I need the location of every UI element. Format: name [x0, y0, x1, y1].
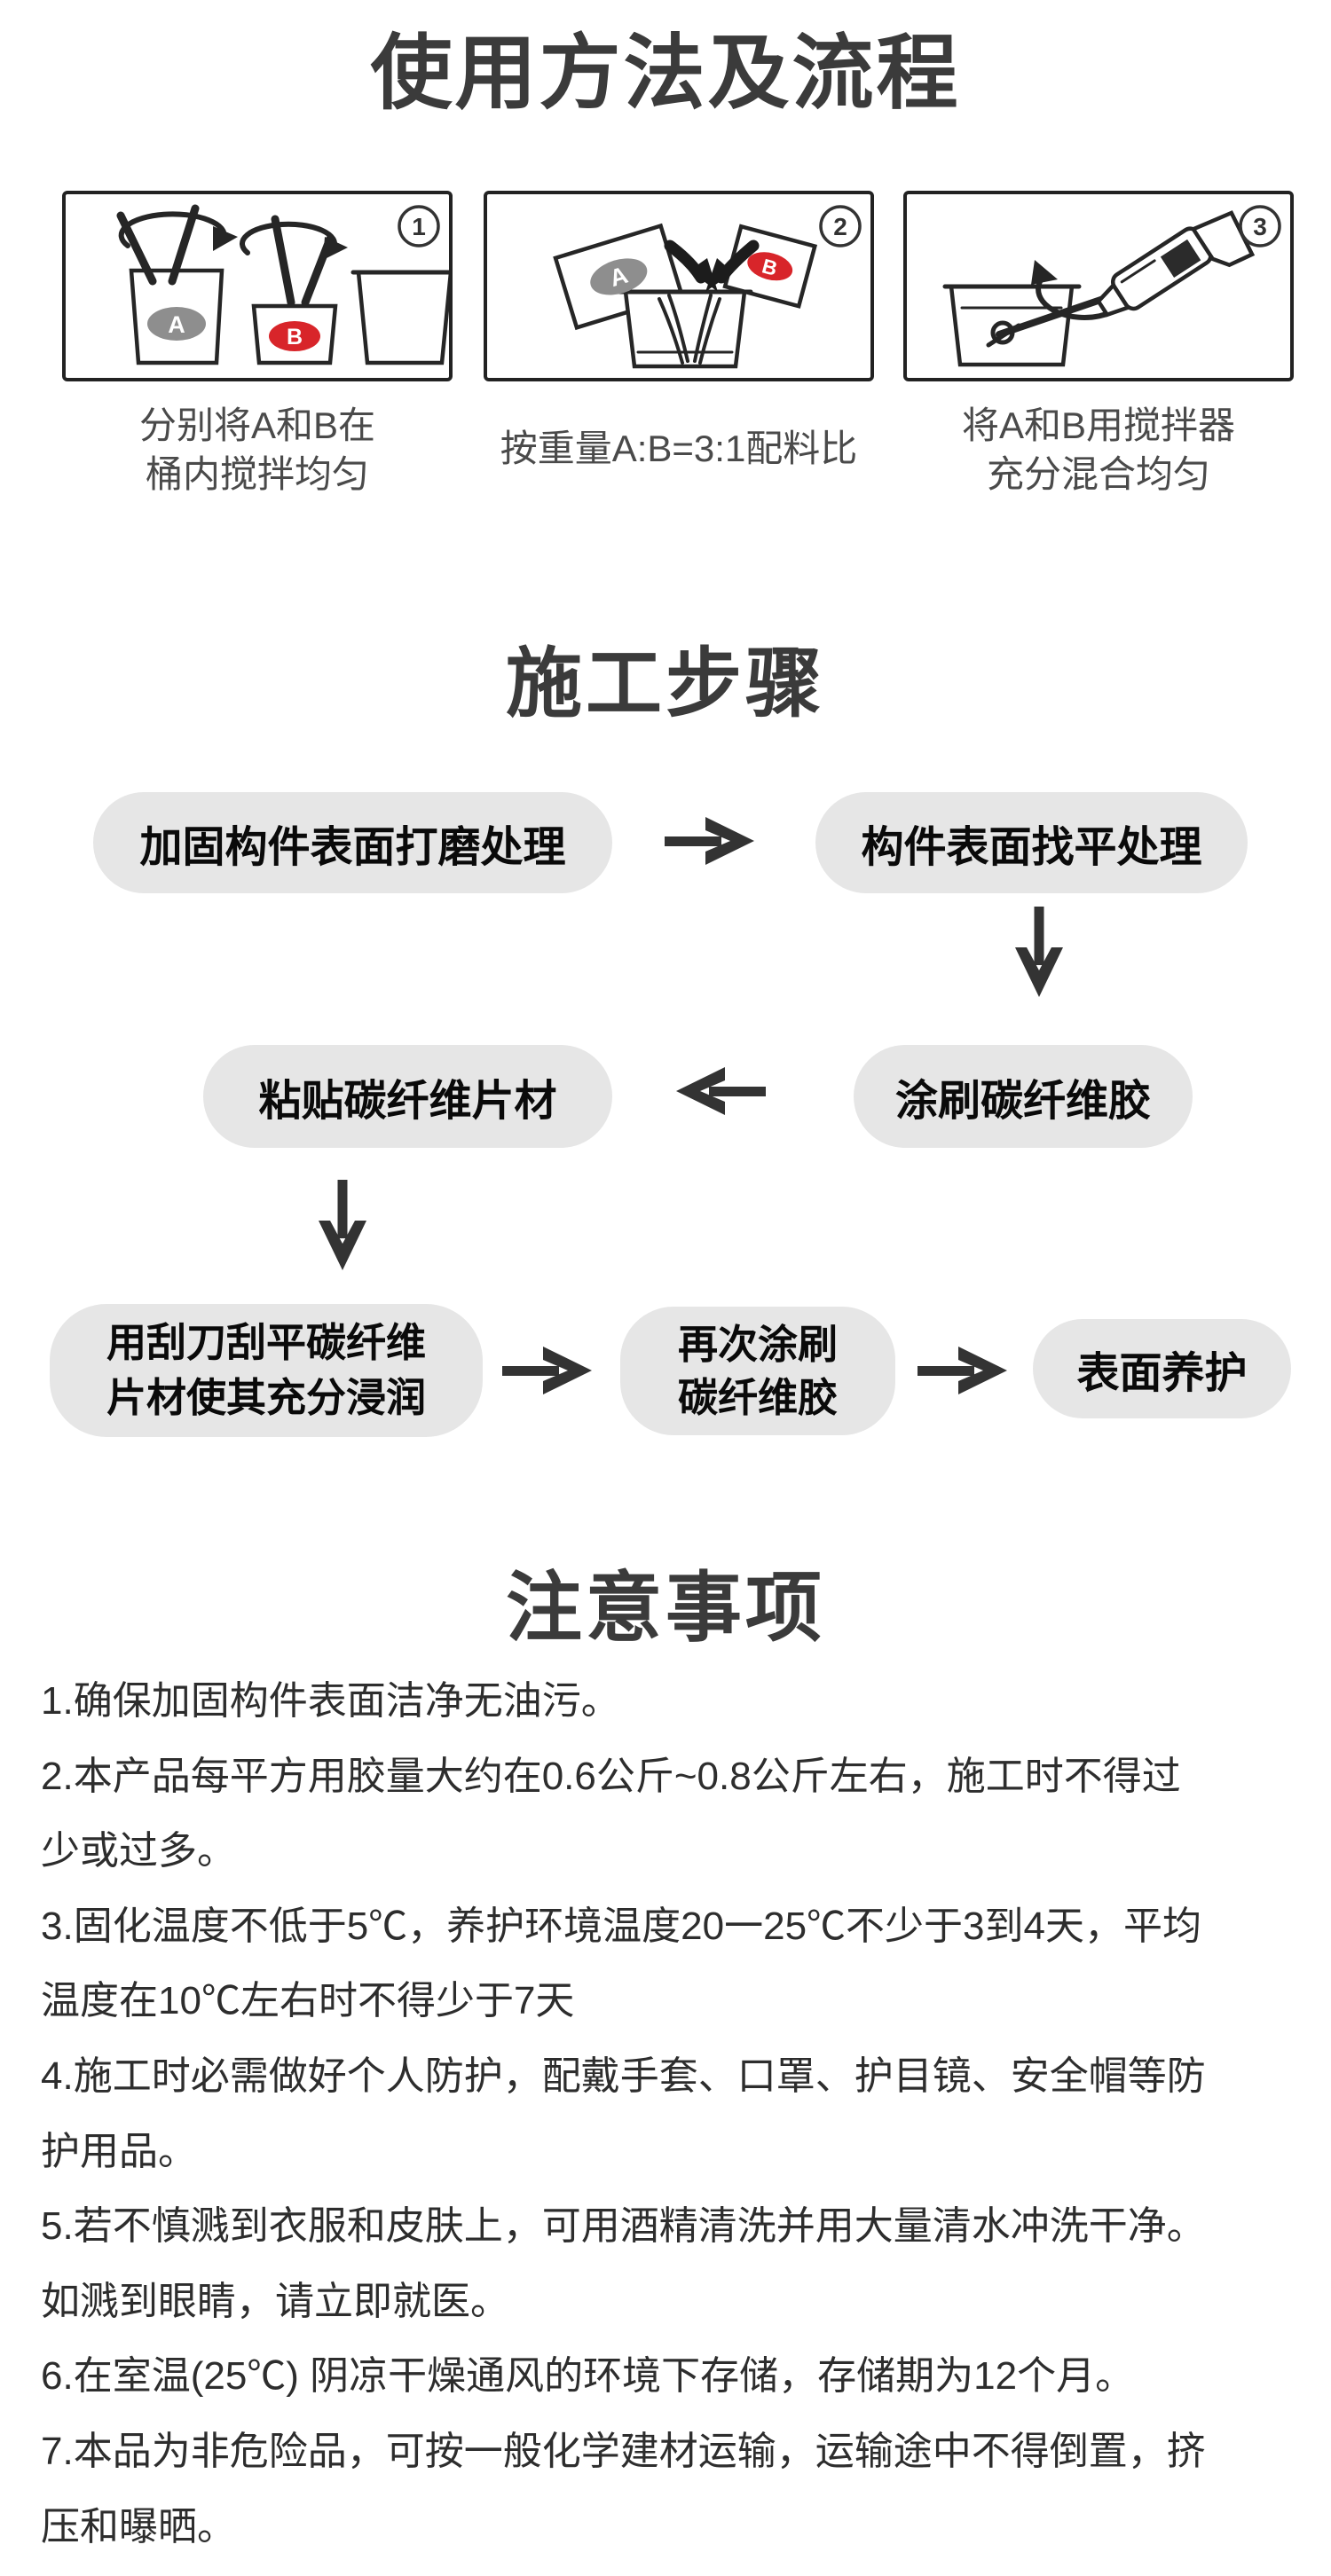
flow-step-paste-sheet: 粘贴碳纤维片材 — [203, 1045, 612, 1148]
note-line: 2.本产品每平方用胶量大约在0.6公斤~0.8公斤左右，施工时不得过 — [41, 1754, 1181, 1798]
note-line: 7.本品为非危险品，可按一般化学建材运输，运输途中不得倒置，挤 — [41, 2429, 1206, 2473]
precautions-list: 1.确保加固构件表面洁净无油污。 2.本产品每平方用胶量大约在0.6公斤~0.8… — [41, 1664, 1296, 2564]
note-line: 4.施工时必需做好个人防护，配戴手套、口罩、护目镜、安全帽等防 — [41, 2054, 1206, 2098]
note-line: 少或过多。 — [41, 1829, 236, 1873]
label-a-ellipse — [147, 307, 206, 341]
flow-step-scrape: 用刮刀刮平碳纤维 片材使其充分浸润 — [50, 1304, 483, 1437]
note-line: 温度在10℃左右时不得少于7天 — [41, 1979, 575, 2023]
caption-line: 分别将A和B在 — [138, 404, 376, 446]
label-b-ellipse — [747, 252, 793, 281]
caption-line: 将A和B用搅拌器 — [961, 404, 1236, 446]
caption-line: 桶内搅拌均匀 — [145, 453, 369, 495]
note-line: 1.确保加固构件表面洁净无油污。 — [41, 1679, 620, 1723]
note-line: 5.若不慎溅到衣服和皮肤上，可用酒精清洗并用大量清水冲洗干净。 — [41, 2204, 1206, 2249]
right-arrow-icon — [665, 817, 754, 865]
pill-line: 碳纤维胶 — [677, 1374, 838, 1420]
note-line: 3.固化温度不低于5℃，养护环境温度20一25℃不少于3到4天，平均 — [41, 1904, 1201, 1948]
section-title-precautions: 注意事项 — [506, 1566, 825, 1651]
caption-line: 充分混合均匀 — [986, 453, 1210, 495]
step3-illustration-box: 3 — [903, 191, 1294, 381]
step3-badge: 3 — [1253, 213, 1267, 240]
step2-badge: 2 — [833, 213, 847, 240]
caption-line: 按重量A:B=3:1配料比 — [500, 428, 858, 469]
step2-caption: 按重量A:B=3:1配料比 — [461, 424, 896, 473]
right-arrow-icon — [502, 1347, 592, 1394]
note-line: 压和曝晒。 — [41, 2504, 236, 2549]
step3-caption: 将A和B用搅拌器 充分混合均匀 — [903, 401, 1294, 499]
badge-circle — [398, 205, 440, 247]
step1-caption: 分别将A和B在 桶内搅拌均匀 — [62, 401, 453, 499]
label-b: B — [760, 254, 780, 279]
pour-a-b-ratio-icon: A B 2 — [553, 205, 862, 369]
down-arrow-icon — [319, 1180, 366, 1270]
note-line: 护用品。 — [41, 2129, 197, 2173]
note-line: 6.在室温(25℃) 阴凉干燥通风的环境下存储，存储期为12个月。 — [41, 2354, 1135, 2399]
right-arrow-icon — [918, 1347, 1007, 1394]
flow-step-brush-again: 再次涂刷 碳纤维胶 — [620, 1307, 895, 1435]
down-arrow-icon — [1015, 907, 1063, 997]
label-a-ellipse — [590, 258, 648, 295]
mix-a-b-in-buckets-icon: A B 1 — [116, 204, 449, 365]
flow-step-grind: 加固构件表面打磨处理 — [93, 792, 612, 893]
label-b-ellipse — [269, 321, 320, 351]
flow-step-level: 构件表面找平处理 — [815, 792, 1248, 893]
label-b: B — [287, 325, 303, 349]
badge-circle — [819, 205, 862, 247]
flow-step-brush-glue: 涂刷碳纤维胶 — [854, 1045, 1193, 1148]
pill-line: 片材使其充分浸润 — [106, 1375, 426, 1420]
step1-illustration-box: A B 1 — [62, 191, 453, 381]
pill-line: 再次涂刷 — [677, 1321, 838, 1367]
label-a: A — [168, 311, 185, 338]
step1-badge: 1 — [412, 213, 426, 240]
drill-mixer-icon: 3 — [942, 205, 1281, 367]
left-arrow-icon — [676, 1067, 766, 1115]
pill-line: 用刮刀刮平碳纤维 — [106, 1320, 426, 1365]
step2-illustration-box: A B 2 — [484, 191, 874, 381]
badge-circle — [1239, 205, 1281, 247]
flow-step-cure: 表面养护 — [1033, 1319, 1291, 1418]
section-title-construction: 施工步骤 — [506, 641, 825, 726]
page-title: 使用方法及流程 — [370, 28, 961, 119]
note-line: 如溅到眼睛，请立即就医。 — [41, 2279, 509, 2323]
